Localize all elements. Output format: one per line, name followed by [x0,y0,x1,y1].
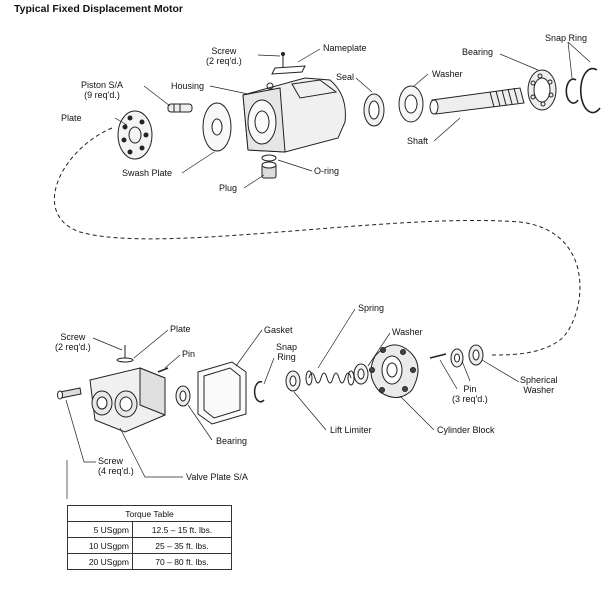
torque-value-cell: 25 – 35 ft. lbs. [132,537,232,554]
torque-flow-cell: 10 USgpm [67,537,133,554]
label-screw-left-name: Screw [98,456,124,466]
housing-part [242,77,346,153]
washer-top-part [398,85,424,123]
label-spring: Spring [358,303,385,313]
bearing-bottom-part [175,385,191,407]
torque-flow-cell: 5 USgpm [67,521,133,538]
snap-ring-top-2 [579,67,601,114]
label-spherical-washer: Spherical Washer [520,375,558,395]
label-pin-right-qty: (3 req'd.) [452,394,488,404]
label-nameplate: Nameplate [323,43,367,53]
plate-top-part [117,110,153,160]
label-screw-top: Screw (2 req'd.) [206,46,242,66]
label-screw-top-qty: (2 req'd.) [206,56,242,66]
seal-part [363,93,385,127]
label-housing: Housing [171,81,205,91]
label-pin-left: Pin [182,349,196,359]
plate-bottom-part [116,357,134,363]
plug-part [261,161,277,179]
spherical-washer-part [450,344,484,368]
label-bearing-top: Bearing [462,47,494,57]
cylinder-block-part [369,344,419,398]
shaft-part [429,87,525,115]
label-seal: Seal [336,72,355,82]
leader-lines [65,41,591,499]
screw-top-part [281,52,285,68]
assembly-path-dashed [53,127,581,356]
label-o-ring: O-ring [314,166,340,176]
label-snap-ring-top: Snap Ring [545,33,588,43]
table-row: 10 USgpm 25 – 35 ft. lbs. [67,537,232,554]
label-snap-ring-bottom-2: Ring [277,352,296,362]
label-screw-left-qty: (4 req'd.) [98,466,134,476]
label-snap-ring-bottom: Snap Ring [276,342,297,362]
label-snap-ring-bottom-1: Snap [276,342,298,352]
label-piston-qty: (9 req'd.) [84,90,120,100]
label-screw-bottom-name: Screw [60,332,86,342]
label-pin-right: Pin (3 req'd.) [452,384,488,404]
label-cylinder-block: Cylinder Block [437,425,495,435]
torque-value-cell: 12.5 – 15 ft. lbs. [132,521,232,538]
piston-part [167,103,193,113]
label-shaft: Shaft [407,136,429,146]
label-piston-name: Piston S/A [81,80,124,90]
torque-flow-cell: 20 USgpm [67,553,133,570]
torque-table-header: Torque Table [67,505,232,522]
label-washer-top: Washer [432,69,463,79]
table-row: 5 USgpm 12.5 – 15 ft. lbs. [67,521,232,538]
label-spherical-2: Washer [523,385,555,395]
label-bearing-bottom: Bearing [216,436,248,446]
torque-value-cell: 70 – 80 ft. lbs. [132,553,232,570]
swash-plate-part [202,102,232,152]
torque-table: Torque Table 5 USgpm 12.5 – 15 ft. lbs. … [67,505,232,570]
label-swash-plate: Swash Plate [122,168,173,178]
pin-right-part [429,353,447,359]
label-lift-limiter: Lift Limiter [330,425,372,435]
label-pin-right-name: Pin [463,384,477,394]
nameplate-part [271,65,306,75]
label-plate-top: Plate [61,113,82,123]
label-plate-bottom: Plate [170,324,191,334]
label-spherical-1: Spherical [520,375,558,385]
spring-part [305,370,355,386]
snap-ring-top-1 [565,78,579,104]
label-washer-bottom: Washer [392,327,423,337]
valve-plate-part [89,367,166,433]
label-plug: Plug [219,183,238,193]
label-screw-top-name: Screw [211,46,237,56]
label-piston: Piston S/A (9 req'd.) [81,80,123,100]
snap-ring-bottom-part [253,380,265,403]
washer-bottom-part [353,363,369,385]
torque-table-header-row: Torque Table [67,505,232,522]
table-row: 20 USgpm 70 – 80 ft. lbs. [67,553,232,570]
gasket-part [197,361,247,425]
bearing-top-part [527,69,557,111]
label-screw-bottom: Screw (2 req'd.) [55,332,91,352]
label-gasket: Gasket [264,325,293,335]
label-screw-bottom-qty: (2 req'd.) [55,342,91,352]
screw-left-part [57,387,82,400]
pin-left-part [157,367,169,373]
label-screw-left: Screw (4 req'd.) [98,456,134,476]
lift-limiter-part [285,370,301,392]
diagram-title: Typical Fixed Displacement Motor [14,3,184,15]
label-valve-plate: Valve Plate S/A [186,472,248,482]
o-ring-part [261,154,277,162]
